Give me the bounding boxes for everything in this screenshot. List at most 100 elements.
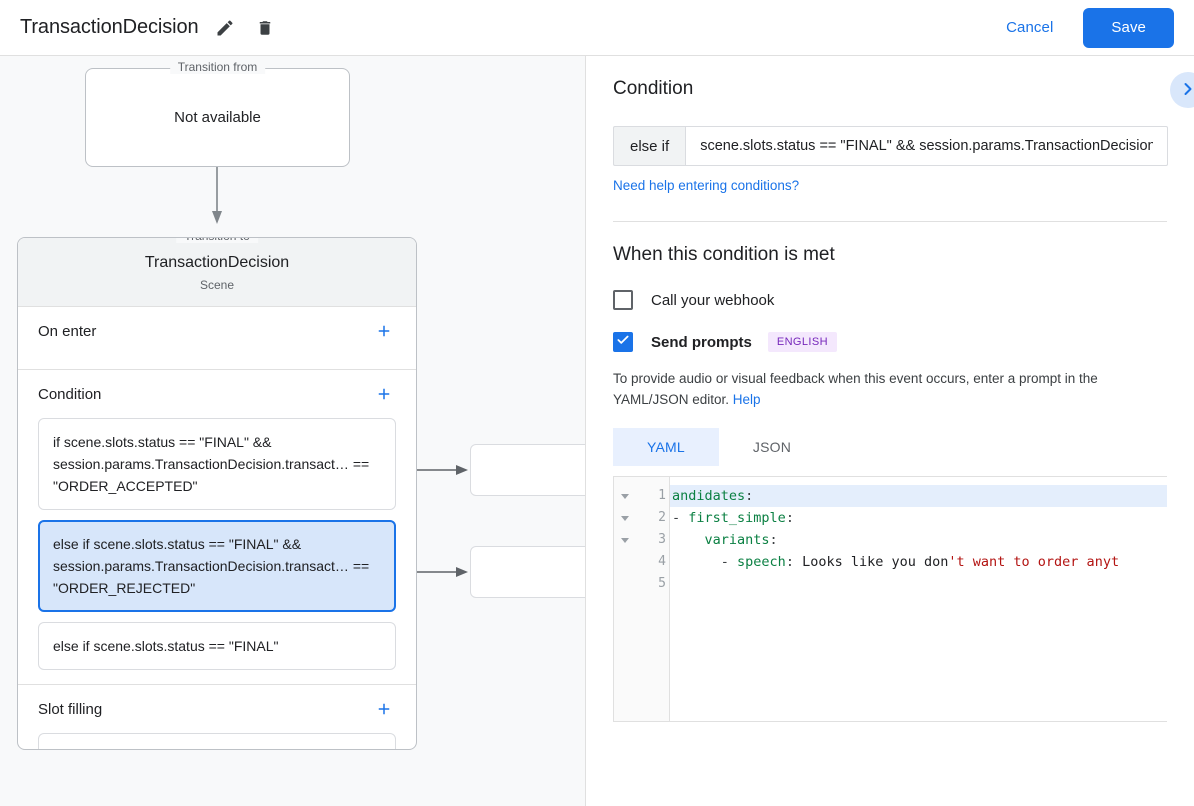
plus-icon bbox=[375, 322, 393, 340]
handler-target-node[interactable] bbox=[470, 444, 585, 496]
editor-fold-gutter[interactable] bbox=[614, 477, 636, 721]
code-line[interactable]: - first_simple: bbox=[670, 507, 1167, 529]
condition-detail-top: Condition else if Need help entering con… bbox=[586, 56, 1194, 222]
scene-graph-canvas: Transition from Not available Transition… bbox=[0, 56, 585, 806]
code-token: - bbox=[672, 554, 738, 570]
panel-divider bbox=[613, 221, 1167, 222]
transition-from-legend: Transition from bbox=[169, 60, 266, 74]
code-token: variants bbox=[704, 532, 770, 548]
fold-toggle[interactable] bbox=[614, 529, 636, 551]
detail-heading: Condition bbox=[613, 78, 694, 99]
call-webhook-label: Call your webhook bbox=[651, 291, 775, 309]
pencil-icon bbox=[215, 18, 235, 38]
code-line[interactable] bbox=[670, 573, 1167, 595]
hint-body: To provide audio or visual feedback when… bbox=[613, 371, 1098, 407]
section-slot-filling: Slot filling Slot validation bbox=[18, 685, 416, 749]
collapse-panel-button[interactable] bbox=[1170, 72, 1194, 108]
section-header-on-enter: On enter bbox=[38, 307, 396, 355]
fold-toggle[interactable] bbox=[614, 507, 636, 529]
chevron-down-icon bbox=[621, 515, 629, 521]
section-header-condition: Condition bbox=[38, 370, 396, 418]
chevron-down-icon bbox=[621, 493, 629, 499]
slot-validation-item[interactable]: Slot validation bbox=[38, 733, 396, 749]
transition-to-legend: Transition to bbox=[176, 238, 258, 243]
scene-type: Scene bbox=[199, 278, 235, 292]
line-number: 1 bbox=[658, 488, 666, 503]
webhook-row: Call your webhook bbox=[613, 290, 1167, 310]
condition-detail-bottom: When this condition is met Call your web… bbox=[586, 222, 1194, 722]
fold-toggle[interactable] bbox=[614, 485, 636, 507]
line-number: 4 bbox=[658, 554, 666, 569]
code-token: speech bbox=[737, 554, 786, 570]
editor-code-area[interactable]: andidates:- first_simple: variants: - sp… bbox=[670, 477, 1167, 721]
code-token: andidates bbox=[672, 488, 746, 504]
code-line[interactable]: - speech: Looks like you don't want to o… bbox=[670, 551, 1167, 573]
edit-name-button[interactable] bbox=[211, 14, 239, 42]
add-on-enter-button[interactable] bbox=[372, 319, 396, 343]
cancel-button[interactable]: Cancel bbox=[990, 11, 1069, 44]
add-slot-filling-button[interactable] bbox=[372, 697, 396, 721]
send-prompts-label: Send prompts bbox=[651, 333, 752, 351]
plus-icon bbox=[375, 385, 393, 403]
tab-yaml[interactable]: YAML bbox=[613, 428, 719, 466]
chevron-right-icon bbox=[1178, 79, 1194, 102]
transition-to-node: Transition to TransactionDecision Scene … bbox=[17, 237, 417, 750]
condition-item[interactable]: if scene.slots.status == "FINAL" && sess… bbox=[38, 418, 396, 510]
transition-from-node[interactable]: Transition from Not available bbox=[85, 60, 350, 167]
top-bar: TransactionDecision Cancel Save bbox=[0, 0, 1194, 56]
condition-expression-input[interactable] bbox=[685, 126, 1168, 166]
section-header-slot-filling: Slot filling bbox=[38, 685, 396, 733]
code-token: : bbox=[785, 554, 803, 570]
tab-json[interactable]: JSON bbox=[719, 428, 825, 466]
section-title-slot-filling: Slot filling bbox=[38, 700, 103, 718]
line-number: 5 bbox=[658, 576, 666, 591]
section-condition: Condition if scene.slots.status == "FINA… bbox=[18, 370, 416, 685]
when-condition-heading: When this condition is met bbox=[613, 244, 835, 265]
condition-input-row: else if bbox=[613, 126, 1168, 166]
page-title: TransactionDecision bbox=[20, 16, 199, 38]
code-line[interactable]: andidates: bbox=[670, 485, 1167, 507]
fold-spacer bbox=[614, 573, 636, 595]
hint-help-link[interactable]: Help bbox=[732, 392, 761, 407]
call-webhook-checkbox[interactable] bbox=[613, 290, 633, 310]
condition-item-selected[interactable]: else if scene.slots.status == "FINAL" &&… bbox=[38, 520, 396, 612]
save-button[interactable]: Save bbox=[1083, 7, 1174, 48]
code-token: Looks like you don bbox=[802, 554, 949, 570]
chevron-down-icon bbox=[621, 537, 629, 543]
code-token: - bbox=[672, 510, 689, 526]
prompts-hint-text: To provide audio or visual feedback when… bbox=[613, 368, 1167, 410]
scene-name: TransactionDecision bbox=[144, 254, 290, 271]
handler-target-node[interactable] bbox=[470, 546, 585, 598]
condition-prefix-label: else if bbox=[613, 126, 686, 166]
code-token: : bbox=[785, 510, 794, 526]
code-token: 't want to order anyt bbox=[948, 554, 1120, 570]
yaml-editor[interactable]: 1 2 3 4 5 andidates:- first_simple: vari… bbox=[613, 476, 1167, 722]
code-token: : bbox=[769, 532, 778, 548]
transition-from-value: Not available bbox=[174, 109, 261, 126]
send-prompts-row: Send prompts ENGLISH bbox=[613, 332, 1167, 352]
line-number: 3 bbox=[658, 532, 666, 547]
editor-line-numbers: 1 2 3 4 5 bbox=[636, 477, 670, 721]
trash-icon bbox=[256, 18, 274, 38]
code-token: first_simple bbox=[688, 510, 786, 526]
condition-item[interactable]: else if scene.slots.status == "FINAL" bbox=[38, 622, 396, 670]
language-badge: ENGLISH bbox=[767, 332, 837, 352]
scene-header[interactable]: TransactionDecision Scene bbox=[18, 238, 416, 307]
scene-graph-panel[interactable]: Transition from Not available Transition… bbox=[0, 56, 585, 806]
editor-format-tabs: YAML JSON bbox=[613, 428, 1167, 466]
add-condition-button[interactable] bbox=[372, 382, 396, 406]
delete-button[interactable] bbox=[251, 14, 279, 42]
section-title-condition: Condition bbox=[38, 385, 102, 403]
section-title-on-enter: On enter bbox=[38, 322, 97, 340]
code-line[interactable]: variants: bbox=[670, 529, 1167, 551]
plus-icon bbox=[375, 700, 393, 718]
condition-detail-panel: Condition else if Need help entering con… bbox=[585, 56, 1194, 806]
code-token: : bbox=[745, 488, 754, 504]
code-token bbox=[672, 532, 705, 548]
section-on-enter: On enter bbox=[18, 307, 416, 370]
send-prompts-checkbox[interactable] bbox=[613, 332, 633, 352]
check-icon bbox=[616, 333, 630, 352]
condition-help-link[interactable]: Need help entering conditions? bbox=[613, 178, 800, 193]
fold-spacer bbox=[614, 551, 636, 573]
